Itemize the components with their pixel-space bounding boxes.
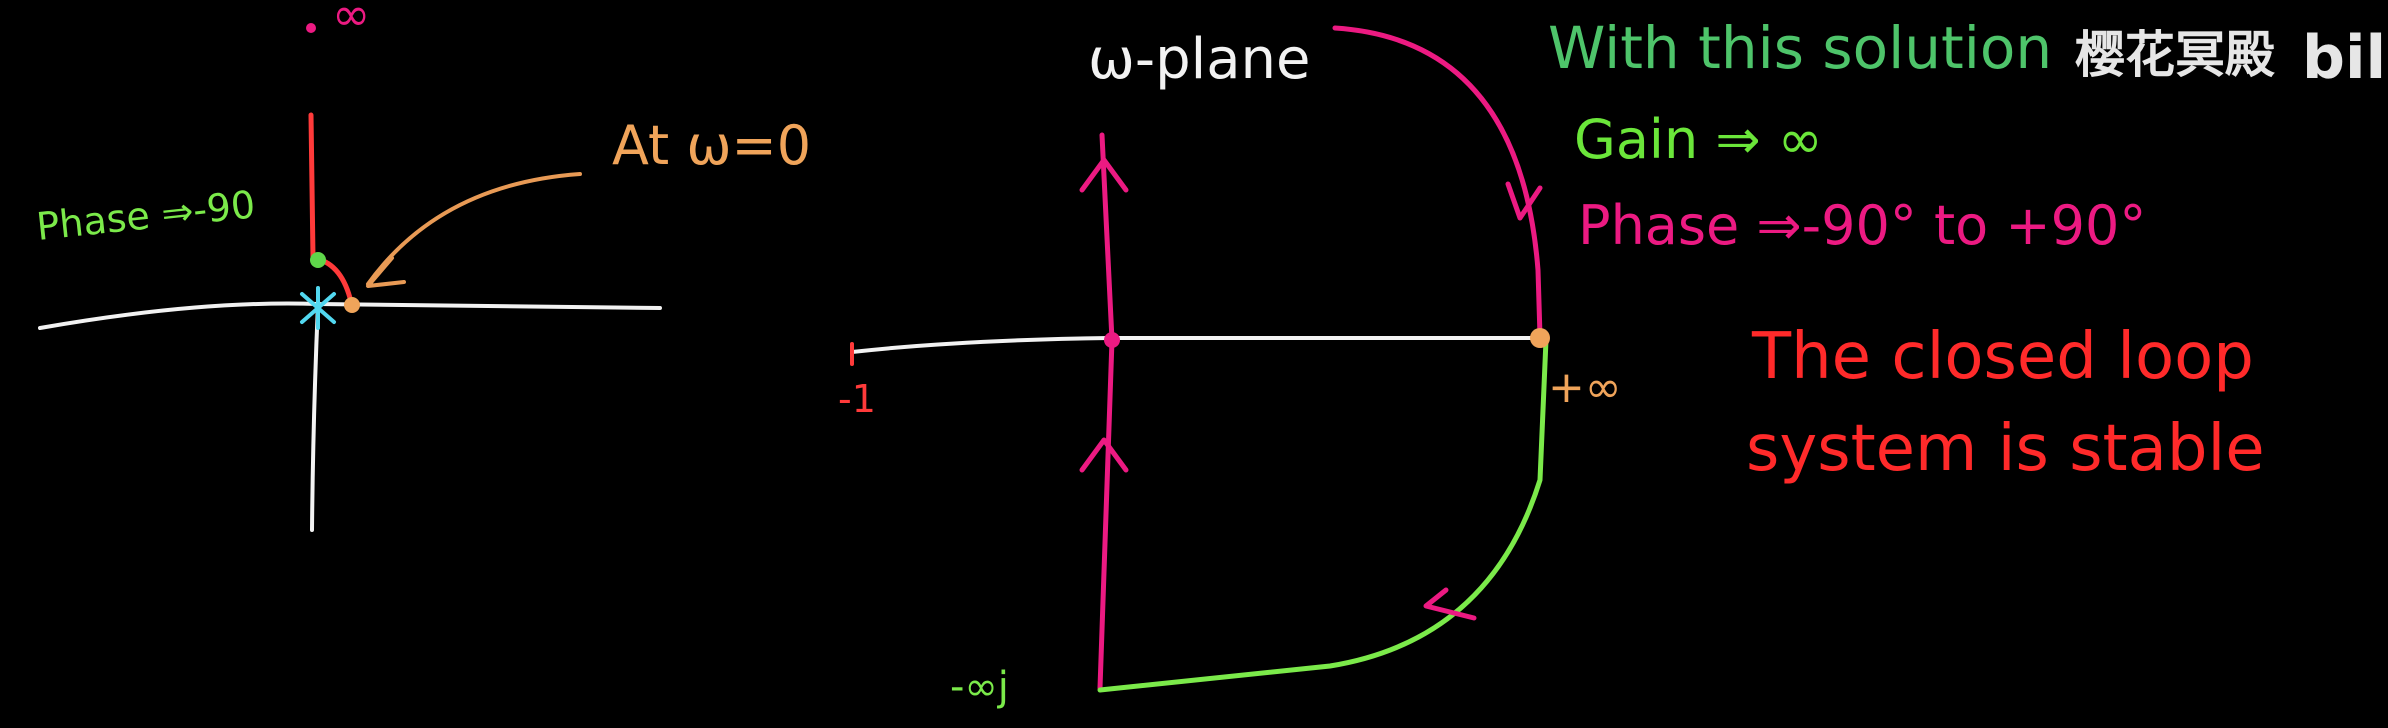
minus-one-label: -1	[838, 377, 876, 421]
watermark-text: 樱花冥殿	[2075, 26, 2275, 84]
upper-arc-arrow	[1505, 181, 1543, 221]
upper-arc	[1332, 25, 1543, 339]
left-imag-axis	[310, 302, 320, 532]
left-nyquist-curve	[308, 112, 353, 301]
infinity-point-right	[1530, 328, 1550, 348]
origin-dot	[1104, 332, 1120, 348]
bilibili-logo-icon: bili	[2302, 23, 2388, 93]
notes: With this solution Gain ⇒ ∞ Phase ⇒-90° …	[1548, 14, 2265, 486]
phase-note: Phase ⇒-90° to +90°	[1578, 194, 2146, 257]
origin-point	[344, 297, 360, 313]
plus-infinity-label: +∞	[1548, 362, 1622, 413]
infinity-point	[306, 23, 316, 33]
lower-arc-arrow	[1423, 587, 1477, 621]
annotation-label: At ω=0	[612, 114, 811, 177]
up-arrow-upper	[1079, 157, 1129, 193]
imaginary-axis-path	[1097, 132, 1115, 691]
pole-asterisk	[300, 286, 336, 330]
plane-title: ω-plane	[1088, 27, 1310, 92]
phase-point	[310, 252, 326, 268]
gain-note: Gain ⇒ ∞	[1574, 108, 1823, 171]
minus-infinity-j-label: -∞j	[950, 664, 1009, 710]
phase-label: Phase ⇒-90	[34, 182, 257, 249]
infinity-label: ∞	[332, 0, 370, 41]
stable-note-line1: The closed loop	[1751, 320, 2254, 394]
annotation-arrowhead	[366, 256, 406, 288]
contour-real-axis	[850, 336, 1547, 354]
up-arrow-lower	[1079, 437, 1129, 473]
lower-arc	[1097, 337, 1549, 693]
contour-plot: ω-plane -1 +∞ -∞j	[838, 25, 1622, 710]
stable-note-line2: system is stable	[1746, 412, 2265, 486]
annotation-arrow	[366, 172, 582, 286]
watermark: 樱花冥殿 bili	[2075, 23, 2388, 93]
solution-note: With this solution	[1548, 14, 2052, 82]
left-plot: ∞ Phase ⇒-90 At ω=0	[34, 0, 811, 532]
left-real-axis	[38, 301, 662, 330]
